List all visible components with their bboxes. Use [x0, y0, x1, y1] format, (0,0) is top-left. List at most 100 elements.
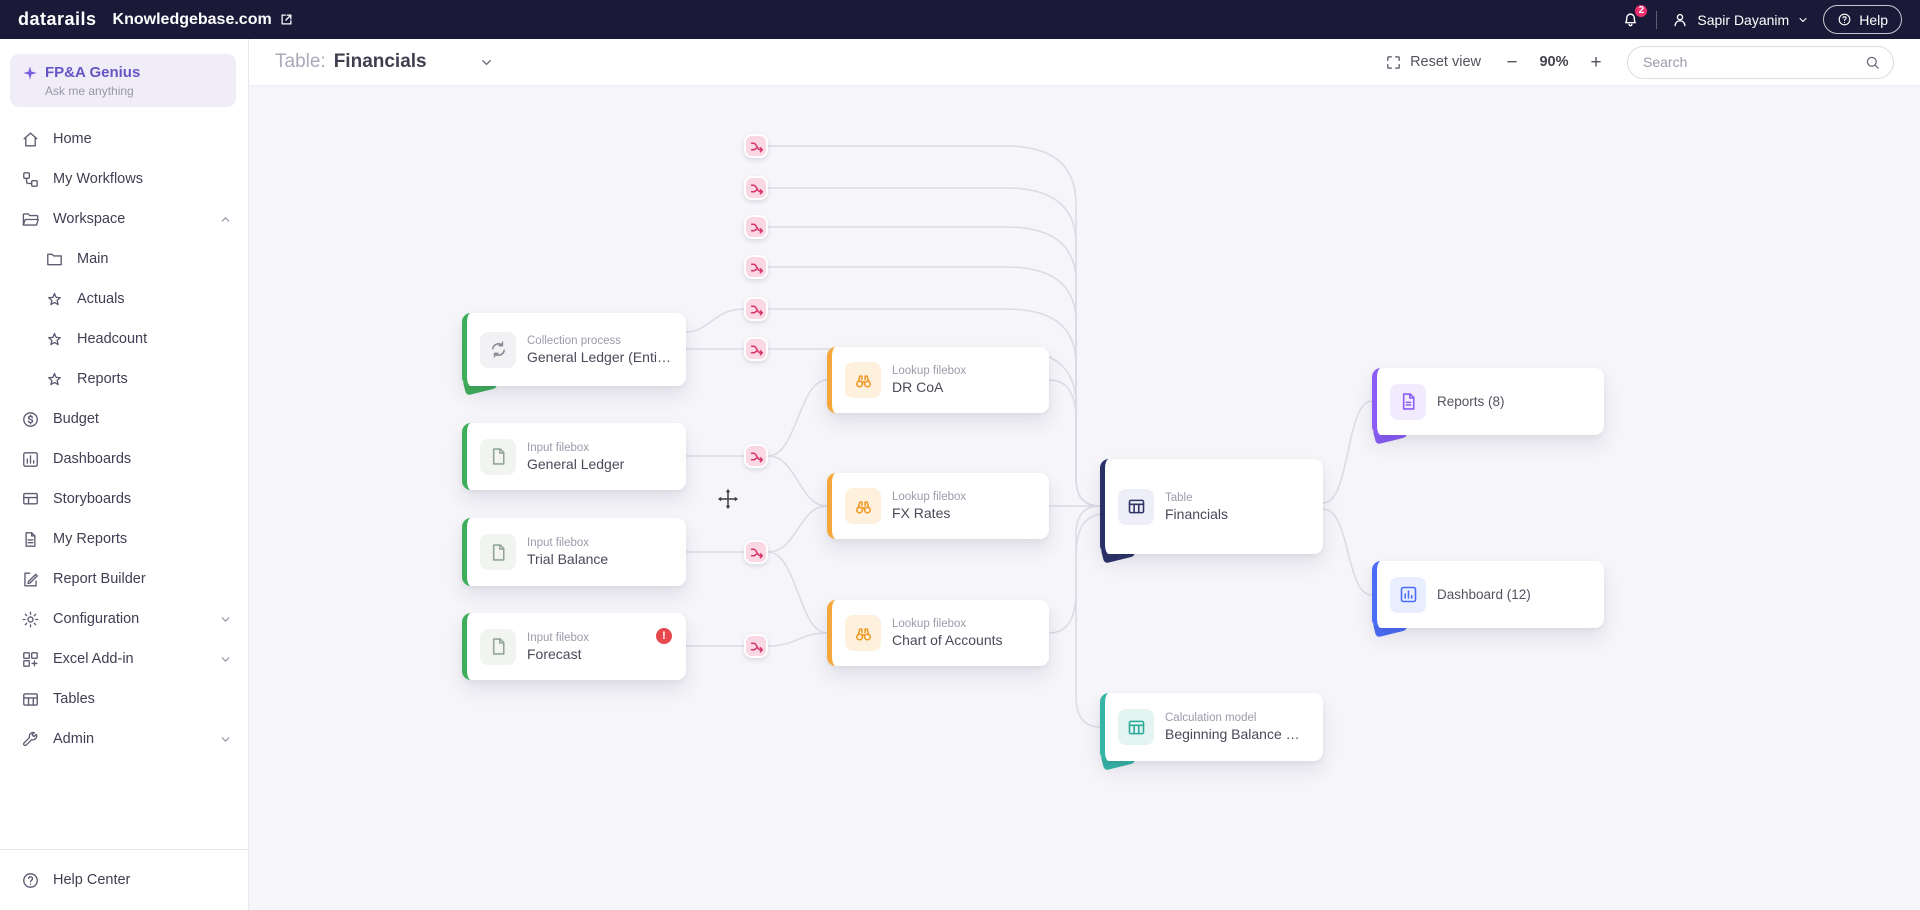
sidebar-item-help-center[interactable]: Help Center — [0, 860, 248, 900]
node-dashboard-group[interactable]: Dashboard (12) — [1372, 561, 1604, 638]
reset-view-label: Reset view — [1410, 54, 1481, 70]
chevron-down-icon[interactable] — [479, 55, 494, 70]
notification-count-badge: 2 — [1633, 2, 1650, 19]
genius-title: FP&A Genius — [45, 64, 141, 81]
sidebar-item-reports[interactable]: Reports — [0, 359, 248, 399]
shuffle-icon — [750, 184, 763, 195]
sidebar-item-report-builder[interactable]: Report Builder — [0, 559, 248, 599]
dashboard-icon — [1390, 576, 1426, 613]
merge-node[interactable] — [744, 297, 768, 321]
sidebar-item-admin[interactable]: Admin — [0, 719, 248, 759]
star-icon — [45, 370, 64, 389]
binoculars-icon — [845, 362, 881, 398]
external-link-icon[interactable] — [279, 12, 294, 27]
canvas-toolbar: Table: Financials Reset view − 90% + — [249, 39, 1920, 86]
chevron-down-icon — [219, 653, 232, 666]
folder-icon — [45, 250, 64, 269]
table-icon — [1118, 488, 1154, 525]
help-button[interactable]: Help — [1823, 5, 1902, 34]
report-icon — [1390, 383, 1426, 420]
storyboard-icon — [21, 490, 40, 509]
fpa-genius-card[interactable]: FP&A Genius Ask me anything — [10, 54, 236, 107]
refresh-icon — [480, 331, 516, 368]
sidebar: FP&A Genius Ask me anything Home My Work… — [0, 39, 249, 910]
shuffle-icon — [750, 548, 763, 559]
sidebar-item-excel-addin[interactable]: Excel Add-in — [0, 639, 248, 679]
reset-view-button[interactable]: Reset view — [1385, 54, 1481, 71]
error-badge: ! — [656, 628, 672, 644]
sidebar-item-workspace[interactable]: Workspace — [0, 199, 248, 239]
shuffle-icon — [750, 142, 763, 153]
zoom-level: 90% — [1539, 54, 1569, 70]
node-reports-group[interactable]: Reports (8) — [1372, 368, 1604, 445]
shuffle-icon — [750, 305, 763, 316]
star-icon — [45, 330, 64, 349]
grid-plus-icon — [21, 650, 40, 669]
sidebar-item-budget[interactable]: Budget — [0, 399, 248, 439]
file-icon — [480, 628, 516, 665]
shuffle-icon — [750, 642, 763, 653]
genius-subtitle: Ask me anything — [45, 84, 134, 98]
user-name: Sapir Dayanim — [1697, 11, 1790, 28]
sparkle-icon — [22, 65, 38, 81]
binoculars-icon — [845, 488, 881, 524]
zoom-out-button[interactable]: − — [1501, 53, 1523, 72]
folder-open-icon — [21, 210, 40, 229]
pencil-square-icon — [21, 570, 40, 589]
chevron-down-icon — [219, 613, 232, 626]
search-input[interactable] — [1627, 45, 1894, 79]
sidebar-item-tables[interactable]: Tables — [0, 679, 248, 719]
sidebar-item-main[interactable]: Main — [0, 239, 248, 279]
shuffle-icon — [750, 263, 763, 274]
table-selector-value[interactable]: Financials — [333, 51, 427, 72]
shuffle-icon — [750, 452, 763, 463]
notifications-button[interactable]: 2 — [1618, 2, 1650, 32]
merge-node[interactable] — [744, 540, 768, 564]
calculation-table-icon — [1118, 709, 1154, 745]
datarails-logo: datarails — [18, 9, 97, 29]
shuffle-icon — [750, 345, 763, 356]
merge-node[interactable] — [744, 634, 768, 658]
help-circle-icon — [1837, 12, 1852, 27]
user-icon — [1671, 11, 1689, 29]
table-selector-label: Table: — [275, 51, 326, 72]
file-icon — [480, 534, 516, 570]
star-icon — [45, 290, 64, 309]
bell-icon — [1621, 10, 1640, 29]
zoom-in-button[interactable]: + — [1585, 53, 1607, 72]
sidebar-item-actuals[interactable]: Actuals — [0, 279, 248, 319]
merge-node[interactable] — [744, 444, 768, 468]
binoculars-icon — [845, 615, 881, 651]
merge-node[interactable] — [744, 176, 768, 200]
sidebar-item-dashboards[interactable]: Dashboards — [0, 439, 248, 479]
sidebar-item-my-reports[interactable]: My Reports — [0, 519, 248, 559]
merge-node[interactable] — [744, 134, 768, 158]
gear-icon — [21, 610, 40, 629]
sidebar-item-my-workflows[interactable]: My Workflows — [0, 159, 248, 199]
topbar: datarails Knowledgebase.com 2 Sapir Daya… — [0, 0, 1920, 39]
sidebar-nav: Home My Workflows Workspace Main Actuals… — [0, 113, 248, 759]
merge-node[interactable] — [744, 337, 768, 361]
chevron-down-icon — [1797, 14, 1809, 26]
sidebar-item-headcount[interactable]: Headcount — [0, 319, 248, 359]
merge-node[interactable] — [744, 215, 768, 239]
sidebar-item-configuration[interactable]: Configuration — [0, 599, 248, 639]
wrench-icon — [21, 730, 40, 749]
sidebar-item-storyboards[interactable]: Storyboards — [0, 479, 248, 519]
sidebar-item-home[interactable]: Home — [0, 119, 248, 159]
user-menu[interactable]: Sapir Dayanim — [1671, 11, 1809, 29]
shuffle-icon — [750, 223, 763, 234]
topbar-divider — [1656, 10, 1658, 29]
help-label: Help — [1859, 11, 1888, 28]
merge-node[interactable] — [744, 255, 768, 279]
